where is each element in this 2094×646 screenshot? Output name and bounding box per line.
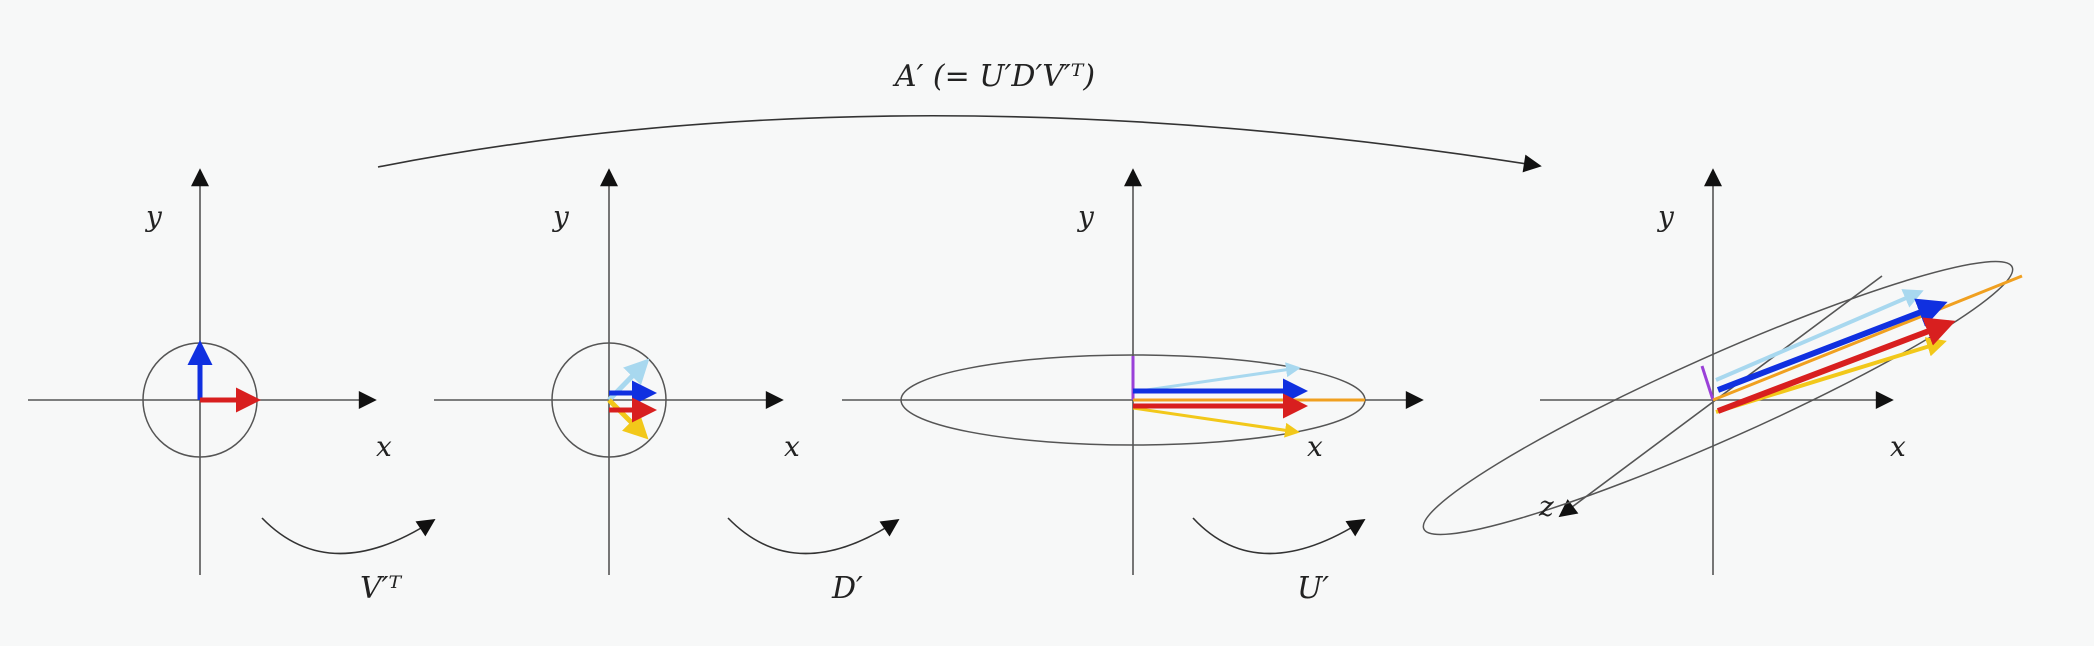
transform-label: U′	[1297, 571, 1329, 606]
panel-1: y x	[28, 168, 392, 575]
x-label: x	[376, 430, 392, 463]
red-vector	[1716, 317, 1956, 414]
light-blue-vector	[1132, 362, 1301, 394]
x-label: x	[1890, 430, 1906, 463]
orange-vector	[1712, 274, 2023, 402]
light-blue-vector	[1715, 289, 1924, 382]
x-label: x	[784, 430, 800, 463]
y-label: y	[1656, 200, 1675, 233]
yellow-vector	[1132, 406, 1300, 438]
transform-v-transpose: V′ᵀ	[261, 517, 436, 606]
panel-2: y x	[434, 168, 800, 575]
panel-4: y x z	[1422, 168, 2023, 575]
y-label: y	[1076, 200, 1095, 233]
transform-u: U′	[1192, 517, 1366, 606]
transform-d: D′	[727, 517, 900, 606]
overall-transform-arrow	[377, 114, 1542, 173]
curved-arrow	[1192, 517, 1366, 555]
blue-vector	[1716, 298, 1948, 393]
z-label: z	[1538, 490, 1554, 523]
y-label: y	[551, 200, 570, 233]
title: A′ (= U′D′V′ᵀ)	[892, 59, 1095, 94]
panel-3: y x	[842, 168, 1424, 575]
purple-vector	[1700, 365, 1715, 401]
transform-label: V′ᵀ	[360, 571, 402, 606]
unit-circle	[551, 342, 667, 458]
curved-arrow	[727, 517, 900, 555]
curved-arrow	[261, 517, 436, 555]
rotated-ellipse	[1422, 260, 2014, 536]
yellow-vector	[607, 398, 649, 440]
y-label: y	[144, 200, 163, 233]
x-label: x	[1307, 430, 1323, 463]
transform-label: D′	[831, 571, 863, 606]
